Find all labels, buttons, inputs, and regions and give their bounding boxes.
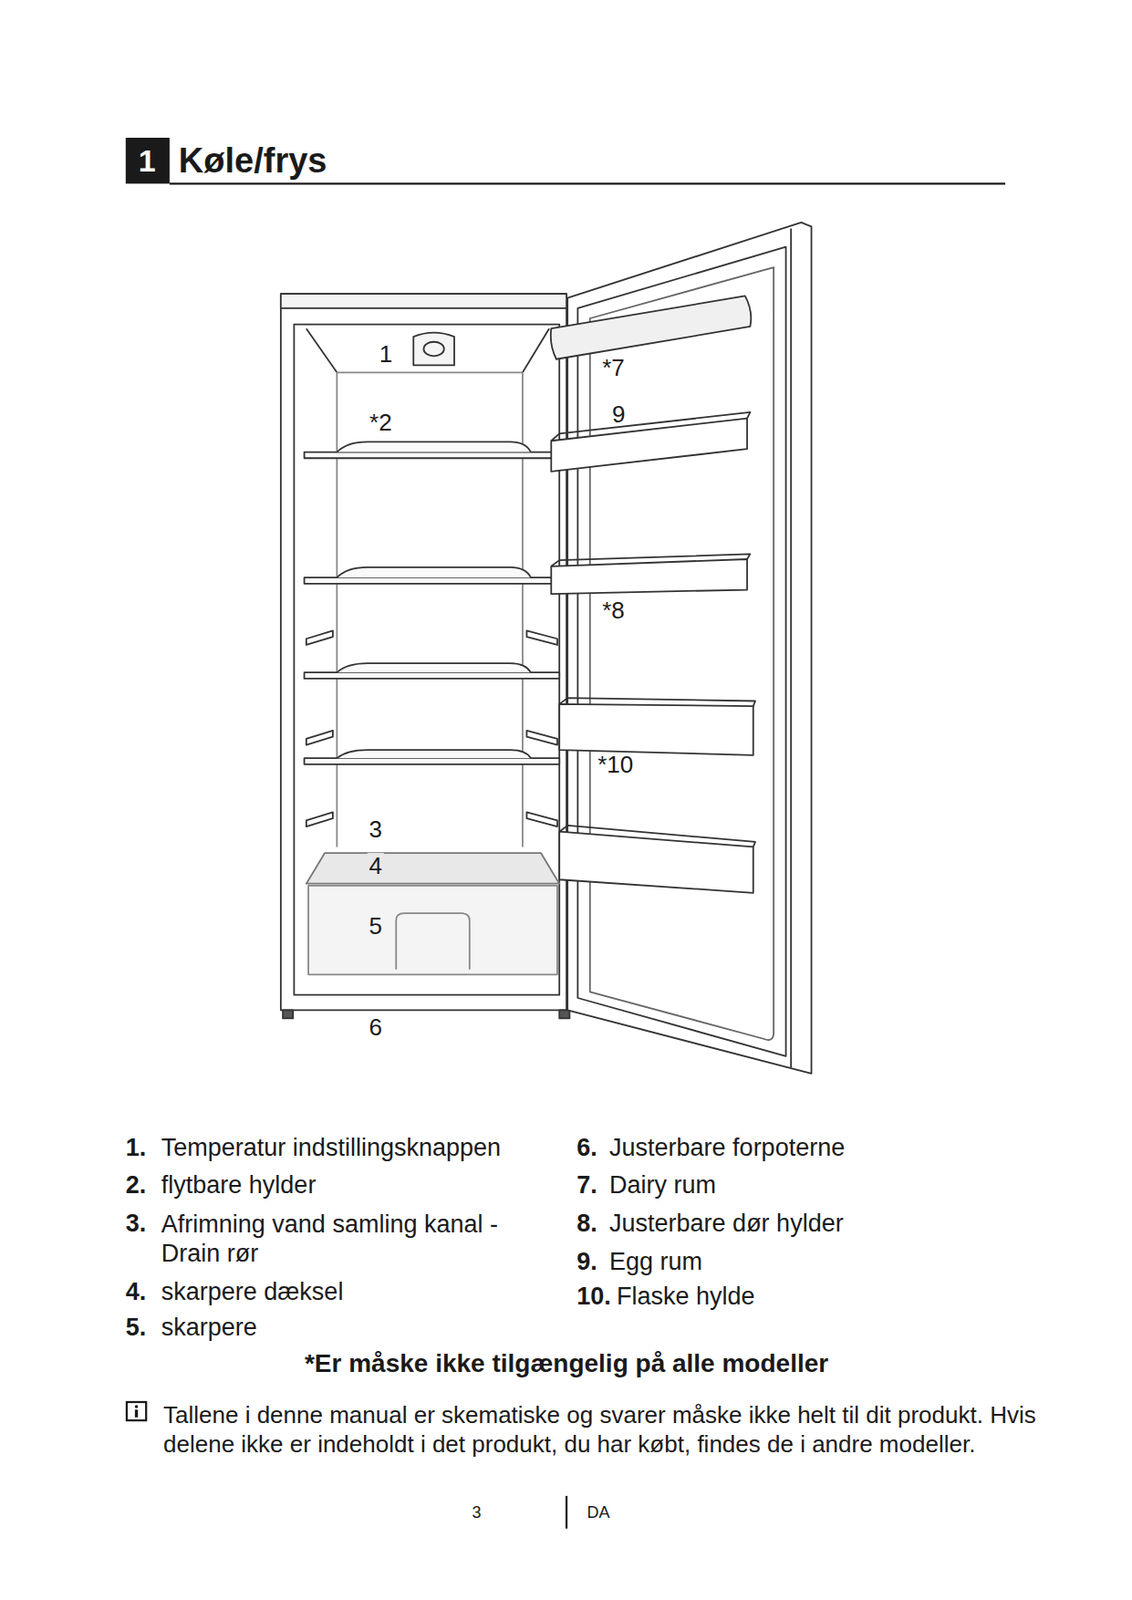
title-number-box — [125, 137, 170, 184]
page-title: Køle/frys — [178, 141, 328, 182]
callout-number: *8 — [602, 597, 625, 625]
part-name: skarpere dæksel — [161, 1277, 344, 1307]
info-note: Tallene i denne manual er skematiske og … — [163, 1400, 1112, 1459]
list-number: 3. — [125, 1209, 147, 1238]
part-name: Justerbare dør hylder — [609, 1209, 844, 1238]
callout-number: 9 — [612, 401, 625, 429]
list-number: 5. — [125, 1313, 147, 1342]
language-code: DA — [586, 1503, 610, 1523]
list-number: 10. — [576, 1283, 612, 1312]
title-rule — [169, 182, 1006, 185]
part-name: Temperatur indstillingsknappen — [161, 1133, 501, 1163]
callout-number: *10 — [597, 751, 634, 779]
list-number: 6. — [576, 1133, 598, 1163]
list-number: 9. — [576, 1248, 598, 1278]
list-number: 7. — [576, 1172, 598, 1201]
availability-note: *Er måske ikke tilgængelig på alle model… — [304, 1349, 829, 1379]
footer-divider — [565, 1495, 568, 1529]
list-number: 4. — [125, 1277, 147, 1307]
callout-number: 6 — [369, 1014, 383, 1042]
list-number: 8. — [576, 1209, 598, 1238]
part-name: Afrimning vand samling kanal - Drain rør — [161, 1210, 554, 1268]
part-name: Egg rum — [609, 1248, 703, 1278]
info-icon — [126, 1402, 146, 1421]
part-name: Dairy rum — [609, 1172, 717, 1201]
info-icon-bar — [135, 1409, 138, 1417]
callout-number: 4 — [367, 852, 385, 881]
callout-number: 1 — [379, 341, 393, 369]
callout-number: *7 — [602, 354, 625, 383]
part-name: Flaske hylde — [616, 1283, 756, 1312]
callout-number: *2 — [369, 409, 393, 437]
fridge-drawing — [280, 222, 812, 1074]
part-name: skarpere — [161, 1313, 258, 1342]
title-number: 1 — [138, 143, 156, 179]
info-icon-dot — [135, 1404, 139, 1409]
list-number: 2. — [125, 1172, 147, 1201]
page-number: 3 — [472, 1503, 482, 1523]
list-number: 1. — [125, 1133, 147, 1163]
callout-number: 5 — [369, 913, 383, 941]
part-name: Justerbare forpoterne — [609, 1133, 845, 1163]
callout-number: 3 — [369, 816, 383, 844]
part-name: flytbare hylder — [161, 1172, 317, 1201]
